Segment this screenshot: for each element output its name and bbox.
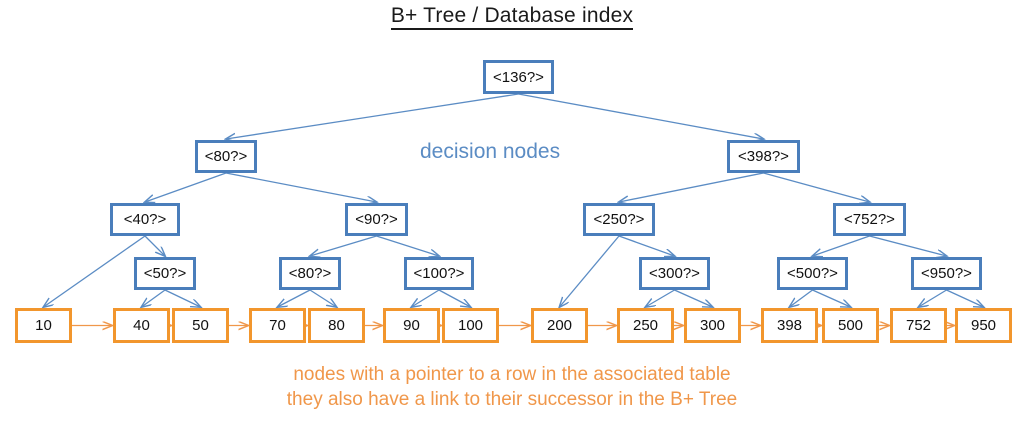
caption-line-2: they also have a link to their successor… [286,389,738,410]
decision-node-136[interactable]: <136?> [483,60,554,94]
node-label: <100?> [413,265,465,282]
page-title-text: B+ Tree / Database index [390,4,634,30]
leaf-node-950[interactable]: 950 [955,308,1012,343]
leaf-node-70[interactable]: 70 [249,308,306,343]
leaf-node-80[interactable]: 80 [308,308,365,343]
node-label: 200 [546,317,573,334]
node-label: 90 [403,317,420,334]
decision-node-50[interactable]: <50?> [134,257,196,290]
node-label: 752 [905,317,932,334]
caption-line-1: nodes with a pointer to a row in the ass… [293,364,731,385]
decision-node-250[interactable]: <250?> [583,203,655,236]
node-label: 70 [269,317,286,334]
node-label: 10 [35,317,52,334]
leaf-node-10[interactable]: 10 [15,308,72,343]
decision-node-80[interactable]: <80?> [279,257,341,290]
node-label: <250?> [593,211,645,228]
node-label: <950?> [921,265,972,282]
decision-node-40[interactable]: <40?> [110,203,180,236]
node-label: 950 [970,317,997,334]
leaf-node-40[interactable]: 40 [113,308,170,343]
node-label: <90?> [355,211,398,228]
leaf-node-90[interactable]: 90 [383,308,440,343]
decision-node-90[interactable]: <90?> [345,203,408,236]
node-label: <50?> [143,265,187,282]
decision-node-500[interactable]: <500?> [777,257,848,290]
node-label: <500?> [787,265,838,282]
node-label: <80?> [288,265,332,282]
leaf-node-50[interactable]: 50 [172,308,229,343]
decision-node-300[interactable]: <300?> [639,257,710,290]
leaf-node-250[interactable]: 250 [617,308,674,343]
leaf-node-500[interactable]: 500 [822,308,879,343]
decision-node-100[interactable]: <100?> [404,257,474,290]
node-label: <80?> [204,148,248,165]
decision-node-80[interactable]: <80?> [195,140,257,173]
node-label: <398?> [738,148,789,165]
node-label: 300 [699,317,726,334]
node-label: <40?> [123,211,167,228]
decision-node-398[interactable]: <398?> [727,140,800,173]
leaf-node-752[interactable]: 752 [890,308,947,343]
leaf-node-100[interactable]: 100 [442,308,499,343]
leaf-node-398[interactable]: 398 [761,308,818,343]
decision-node-950[interactable]: <950?> [911,257,982,290]
node-label: <752?> [844,211,895,228]
leaf-node-200[interactable]: 200 [531,308,588,343]
node-label: 100 [457,317,484,334]
node-label: 398 [776,317,803,334]
node-label: 40 [133,317,150,334]
node-label: 50 [192,317,209,334]
node-label: <136?> [493,68,544,86]
node-label: <300?> [649,265,700,282]
leaf-node-300[interactable]: 300 [684,308,741,343]
leaf-nodes-caption: nodes with a pointer to a row in the ass… [0,362,1024,412]
page-title: B+ Tree / Database index [0,4,1024,30]
decision-nodes-label: decision nodes [420,140,561,163]
node-label: 500 [837,317,864,334]
node-label: 80 [328,317,345,334]
decision-node-752[interactable]: <752?> [833,203,906,236]
node-label: 250 [632,317,659,334]
